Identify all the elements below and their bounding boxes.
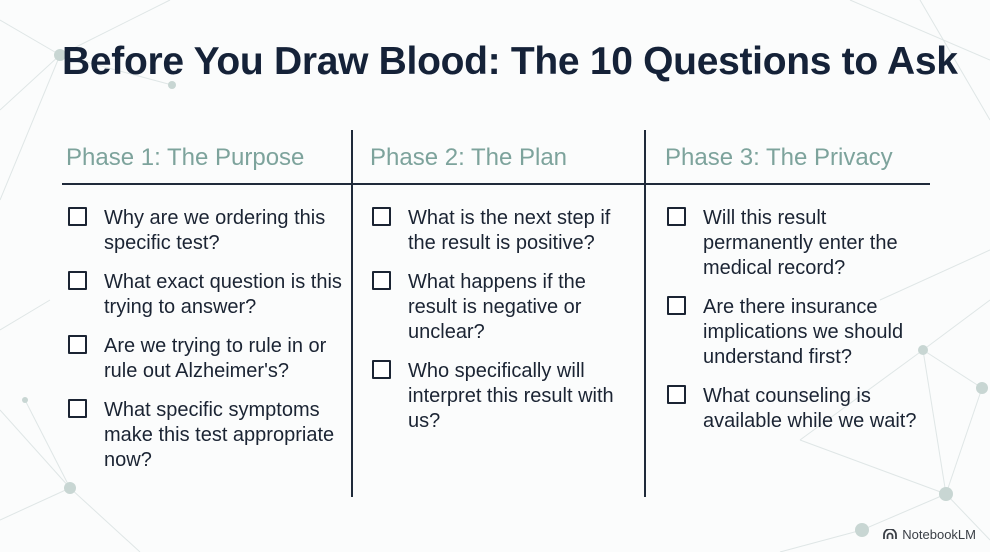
checkbox[interactable] (372, 271, 391, 290)
checkbox[interactable] (372, 360, 391, 379)
checklist-item: What happens if the result is negative o… (370, 270, 635, 345)
checklist-item-text: Will this result permanently enter the m… (703, 207, 898, 279)
checkbox[interactable] (667, 296, 686, 315)
checklist-item: Are there insurance implications we shou… (665, 295, 925, 370)
checkbox[interactable] (667, 385, 686, 404)
checklist-item-text: Who specifically will interpret this res… (408, 360, 614, 432)
checklist-item: What specific symptoms make this test ap… (66, 398, 346, 473)
checklist-item: Are we trying to rule in or rule out Alz… (66, 334, 346, 384)
checklist-item-text: What happens if the result is negative o… (408, 271, 586, 343)
brand-label: NotebookLM (902, 527, 976, 542)
checklist-item-text: What exact question is this trying to an… (104, 271, 342, 318)
column-divider-1 (351, 130, 353, 497)
checklist-item: What counseling is available while we wa… (665, 384, 925, 434)
checkbox[interactable] (68, 271, 87, 290)
checklist-item: Why are we ordering this specific test? (66, 206, 346, 256)
checkbox[interactable] (68, 335, 87, 354)
phase-3-checklist: Will this result permanently enter the m… (665, 206, 925, 448)
phase-1-column: Phase 1: The Purpose Why are we ordering… (66, 140, 346, 471)
checkbox[interactable] (372, 207, 391, 226)
page-title: Before You Draw Blood: The 10 Questions … (62, 40, 958, 83)
checklist-item: What is the next step if the result is p… (370, 206, 635, 256)
checklist-item-text: What is the next step if the result is p… (408, 207, 611, 254)
checkbox[interactable] (68, 207, 87, 226)
phase-2-column: Phase 2: The Plan What is the next step … (370, 140, 635, 432)
phase-1-checklist: Why are we ordering this specific test? … (66, 206, 346, 487)
checklist-item-text: Are we trying to rule in or rule out Alz… (104, 335, 327, 382)
phase-3-column: Phase 3: The Privacy Will this result pe… (665, 140, 925, 432)
column-divider-2 (644, 130, 646, 497)
notebooklm-logo-icon (883, 529, 898, 539)
phase-2-checklist: What is the next step if the result is p… (370, 206, 635, 448)
checkbox[interactable] (68, 399, 87, 418)
phase-3-heading: Phase 3: The Privacy (665, 144, 893, 171)
checklist-item: Who specifically will interpret this res… (370, 359, 635, 434)
header-divider (62, 183, 930, 185)
checklist-item: What exact question is this trying to an… (66, 270, 346, 320)
notebooklm-watermark: NotebookLM (883, 527, 976, 542)
phase-1-heading: Phase 1: The Purpose (66, 144, 305, 171)
phase-2-heading: Phase 2: The Plan (370, 144, 568, 171)
checklist-item-text: Why are we ordering this specific test? (104, 207, 326, 254)
checkbox[interactable] (667, 207, 686, 226)
checklist-item-text: What counseling is available while we wa… (703, 385, 917, 432)
checklist-item-text: What specific symptoms make this test ap… (104, 399, 335, 471)
checklist-item-text: Are there insurance implications we shou… (703, 296, 904, 368)
checklist-item: Will this result permanently enter the m… (665, 206, 925, 281)
